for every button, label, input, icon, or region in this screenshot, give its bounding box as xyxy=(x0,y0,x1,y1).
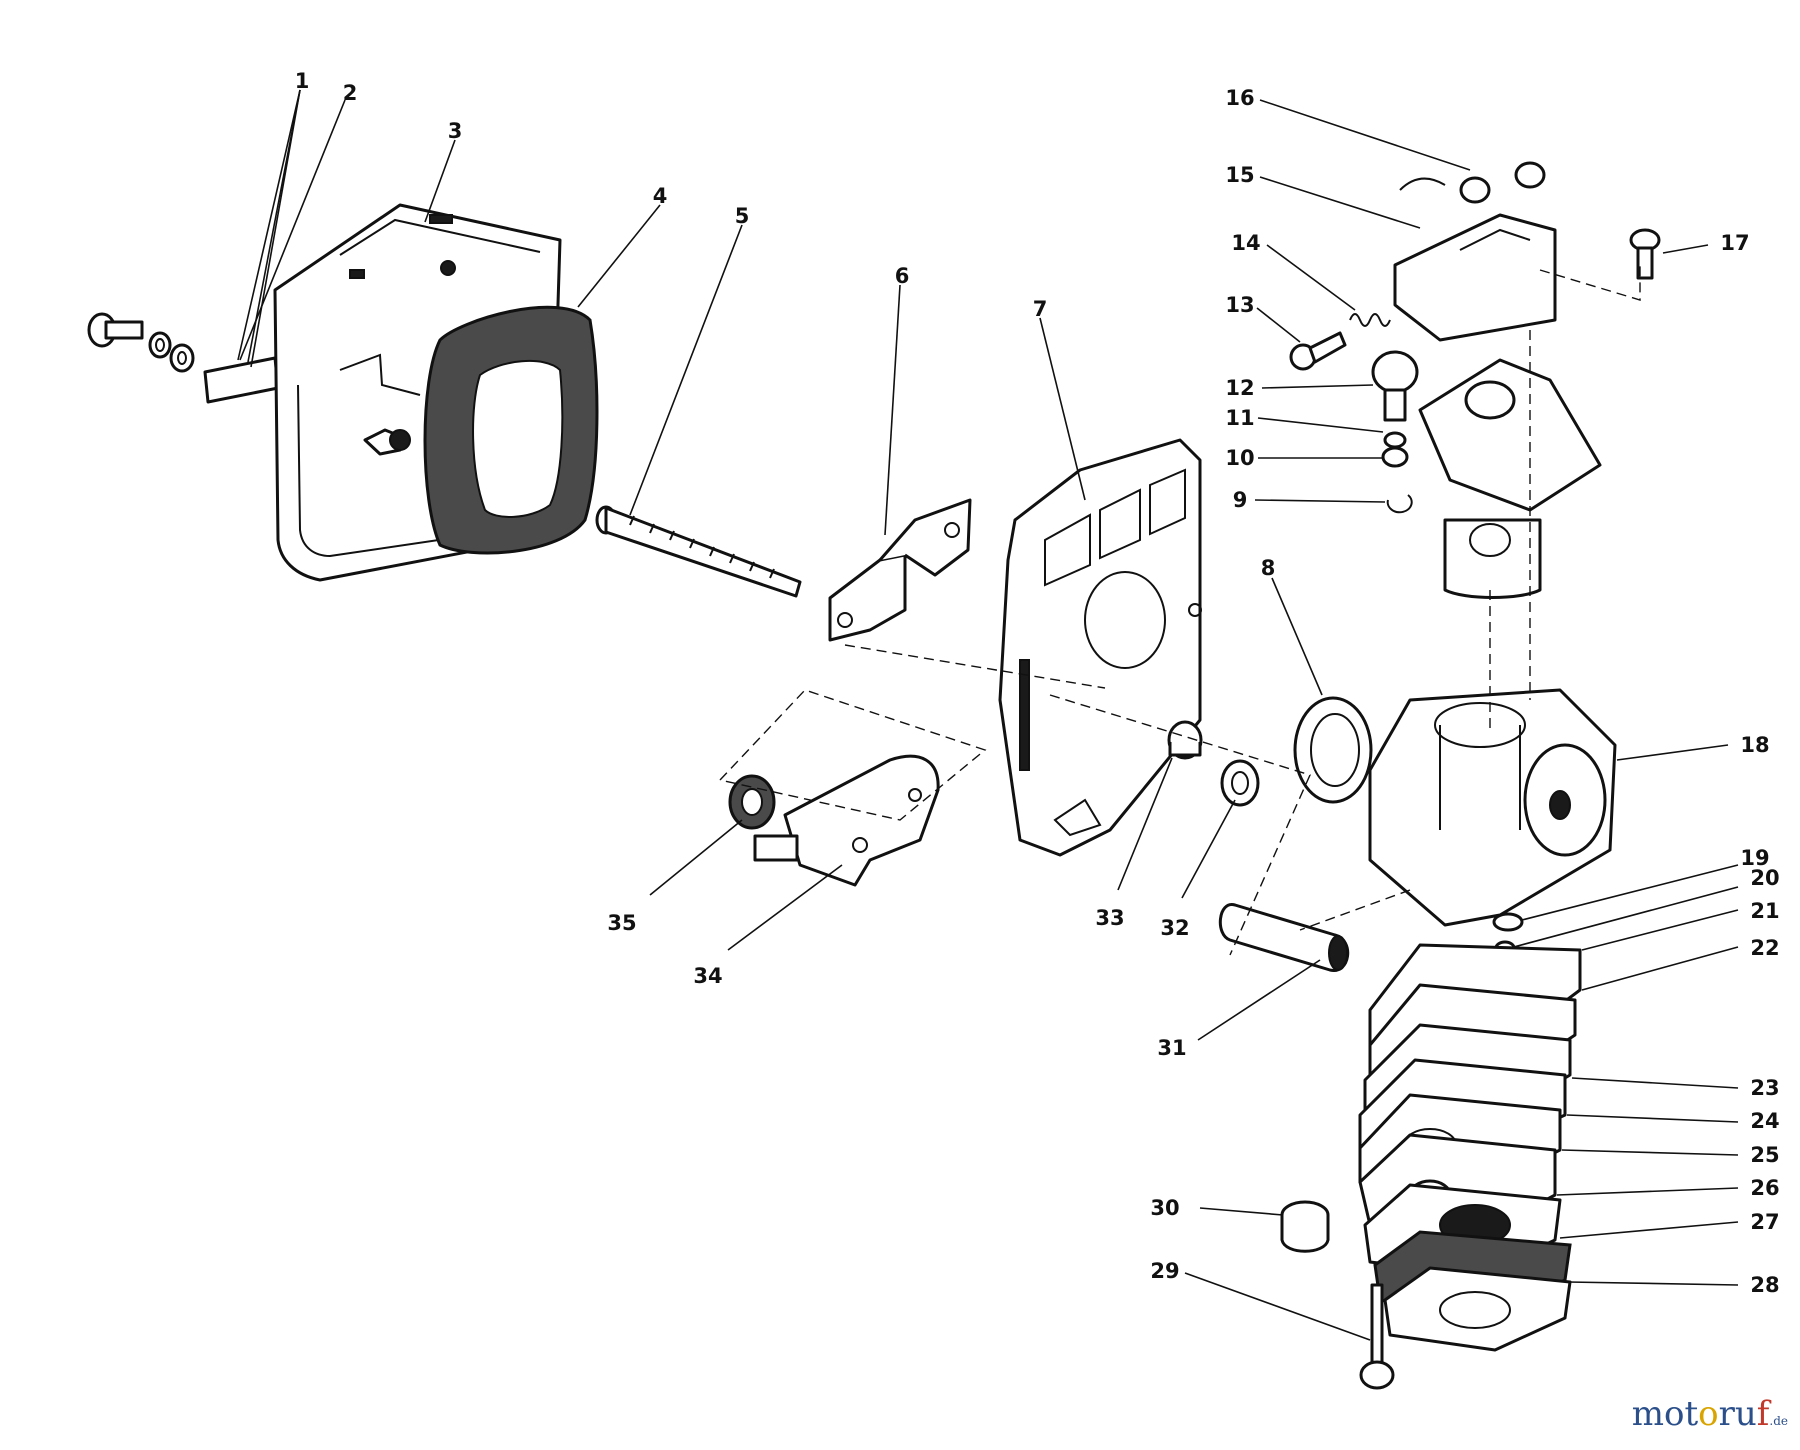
callout-34: 34 xyxy=(693,964,722,988)
part-7-back-plate xyxy=(998,438,1202,857)
callout-30: 30 xyxy=(1150,1196,1179,1220)
callout-22: 22 xyxy=(1750,936,1779,960)
watermark-letter: t xyxy=(1684,1394,1699,1434)
part-16-nut xyxy=(1399,161,1546,204)
callout-29: 29 xyxy=(1150,1259,1179,1283)
callout-labels: 1 2 3 4 5 6 7 8 9 10 11 12 13 14 15 16 1… xyxy=(295,69,1780,1297)
part-33-spacer xyxy=(1167,720,1203,760)
part-4-foam-filter xyxy=(423,305,599,555)
part-18-housing xyxy=(1368,688,1617,927)
watermark-letter: m xyxy=(1631,1394,1664,1434)
callout-18: 18 xyxy=(1740,733,1769,757)
callout-11: 11 xyxy=(1225,406,1254,430)
callout-19: 19 xyxy=(1740,846,1769,870)
callout-12: 12 xyxy=(1225,376,1254,400)
part-10-plate xyxy=(1381,446,1409,468)
assembly-guides xyxy=(719,265,1641,956)
callout-26: 26 xyxy=(1750,1176,1779,1200)
callout-33: 33 xyxy=(1095,906,1124,930)
part-8-o-ring xyxy=(1293,696,1373,804)
part-6-bracket xyxy=(828,498,972,642)
callout-2: 2 xyxy=(343,81,358,105)
part-11-washer xyxy=(1383,431,1407,449)
part-12-screw xyxy=(1371,350,1419,422)
part-13-screw xyxy=(1289,331,1347,371)
callout-28: 28 xyxy=(1750,1273,1779,1297)
callout-3: 3 xyxy=(448,119,463,143)
callout-15: 15 xyxy=(1225,163,1254,187)
carburetor-upper-body xyxy=(1418,358,1602,599)
leader-lines xyxy=(237,89,1739,1341)
part-19-needle-seat xyxy=(1492,912,1524,932)
watermark-letters: motoruf xyxy=(1632,1394,1770,1434)
callout-7: 7 xyxy=(1033,297,1048,321)
part-35-washer xyxy=(728,774,776,830)
callout-27: 27 xyxy=(1750,1210,1779,1234)
watermark-letter: r xyxy=(1718,1394,1735,1434)
watermark-letter: u xyxy=(1734,1394,1757,1434)
part-31-sleeve xyxy=(1218,903,1350,972)
callout-16: 16 xyxy=(1225,86,1254,110)
part-32-bushing xyxy=(1220,759,1260,807)
watermark-logo: motoruf.de xyxy=(1632,1394,1788,1434)
callout-25: 25 xyxy=(1750,1143,1779,1167)
callout-32: 32 xyxy=(1160,916,1189,940)
part-28-cover-plate xyxy=(1373,1230,1572,1352)
callout-24: 24 xyxy=(1750,1109,1779,1133)
callout-8: 8 xyxy=(1261,556,1276,580)
part-5-long-bolt xyxy=(595,505,802,598)
callout-23: 23 xyxy=(1750,1076,1779,1100)
callout-17: 17 xyxy=(1720,231,1749,255)
callout-13: 13 xyxy=(1225,293,1254,317)
part-29-screw xyxy=(1359,1283,1395,1390)
callout-9: 9 xyxy=(1233,488,1248,512)
callout-5: 5 xyxy=(735,204,750,228)
part-15-throttle-bracket xyxy=(1393,213,1557,342)
callout-10: 10 xyxy=(1225,446,1254,470)
watermark-suffix: .de xyxy=(1769,1414,1788,1428)
part-2-decal xyxy=(203,356,280,404)
part-9-e-clip xyxy=(1386,494,1413,514)
callout-14: 14 xyxy=(1231,231,1260,255)
watermark-letter: f xyxy=(1756,1394,1770,1434)
watermark-letter: o xyxy=(1663,1394,1685,1434)
callout-6: 6 xyxy=(895,264,910,288)
callout-4: 4 xyxy=(653,184,668,208)
callout-1: 1 xyxy=(295,69,310,93)
part-14-spring xyxy=(1349,313,1391,327)
part-1-screw-washers xyxy=(87,312,195,373)
callout-31: 31 xyxy=(1157,1036,1186,1060)
part-17-screw xyxy=(1629,228,1661,280)
callout-35: 35 xyxy=(607,911,636,935)
part-30-cap xyxy=(1280,1200,1330,1253)
part-34-choke-lever xyxy=(753,754,940,887)
watermark-letter: o xyxy=(1698,1394,1719,1434)
callout-20: 20 xyxy=(1750,866,1779,890)
callout-21: 21 xyxy=(1750,899,1779,923)
